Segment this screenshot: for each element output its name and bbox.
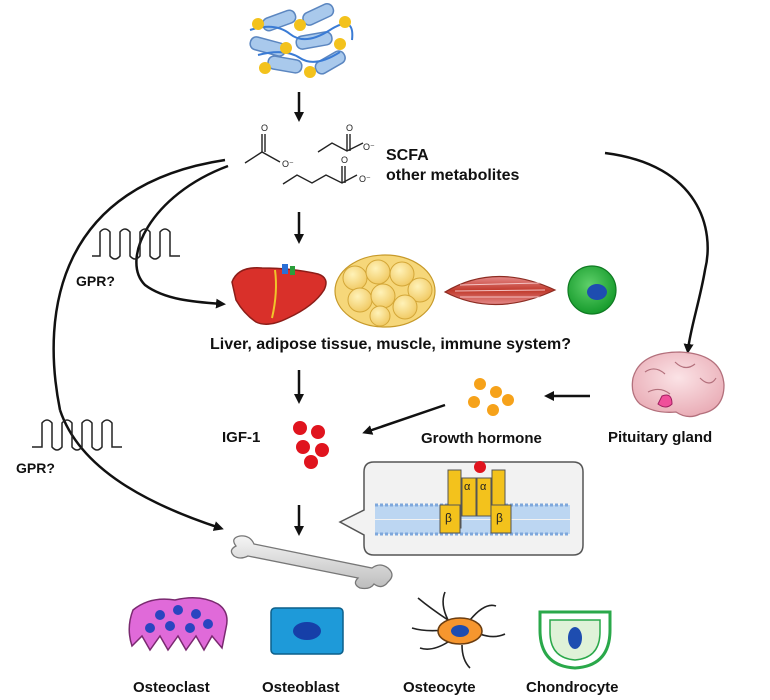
osteocyte-icon (411, 591, 506, 669)
osteoblast-icon (270, 607, 344, 655)
osteoclast-icon (128, 597, 228, 652)
svg-text:O: O (261, 123, 268, 133)
svg-text:O: O (346, 123, 353, 133)
arrow-gpr-to-bone (58, 409, 224, 531)
igf-label: IGF-1 (222, 429, 260, 446)
bone-cell-label-osteocyte: Osteocyte (403, 679, 476, 696)
receptor-alpha-right: α (480, 481, 487, 493)
bone-cell-label-osteoclast: Osteoclast (133, 679, 210, 696)
bone-cell-label-chondrocyte: Chondrocyte (526, 679, 619, 696)
brain-pituitary-icon (631, 351, 725, 418)
igf-receptor-callout: α α β β (338, 461, 584, 556)
igf-molecules-icon (293, 421, 329, 469)
arrow-scfa-to-pituitary (604, 151, 709, 354)
tissues-label: Liver, adipose tissue, muscle, immune sy… (210, 336, 571, 353)
charge-symbol-1: O⁻ (282, 159, 294, 169)
growth-hormone-label: Growth hormone (421, 430, 542, 447)
muscle-icon (443, 275, 557, 306)
metabolites-label: other metabolites (386, 167, 519, 184)
liver-icon (231, 264, 327, 325)
chondrocyte-icon (538, 610, 612, 670)
scfa-molecules-icon (244, 134, 364, 185)
bone-icon (230, 535, 393, 590)
pituitary-label: Pituitary gland (608, 429, 712, 446)
gut-microbiota-icon (249, 3, 354, 78)
receptor-beta-left: β (445, 511, 452, 525)
charge-symbol-2: O⁻ (363, 142, 375, 152)
growth-hormone-icon (468, 378, 514, 416)
igf-receptor-icon (439, 461, 512, 534)
bone-cell-label-osteoblast: Osteoblast (262, 679, 340, 696)
scfa-label: SCFA (386, 147, 429, 164)
receptor-alpha-left: α (464, 481, 471, 493)
gpr-label-top: GPR? (76, 273, 115, 289)
immune-cell-icon (567, 265, 617, 315)
adipose-tissue-icon (334, 254, 436, 328)
gpr-receptor-icon-top (92, 228, 180, 260)
receptor-beta-right: β (496, 511, 503, 525)
gpr-receptor-icon-bottom (32, 419, 122, 451)
arrow-gpr-to-tissues (135, 164, 229, 309)
svg-text:O: O (341, 155, 348, 165)
charge-symbol-3: O⁻ (359, 174, 371, 184)
arrow-scfa-to-bone (52, 158, 226, 411)
gpr-label-bottom: GPR? (16, 460, 55, 476)
arrow-gh-to-igf (362, 403, 446, 435)
